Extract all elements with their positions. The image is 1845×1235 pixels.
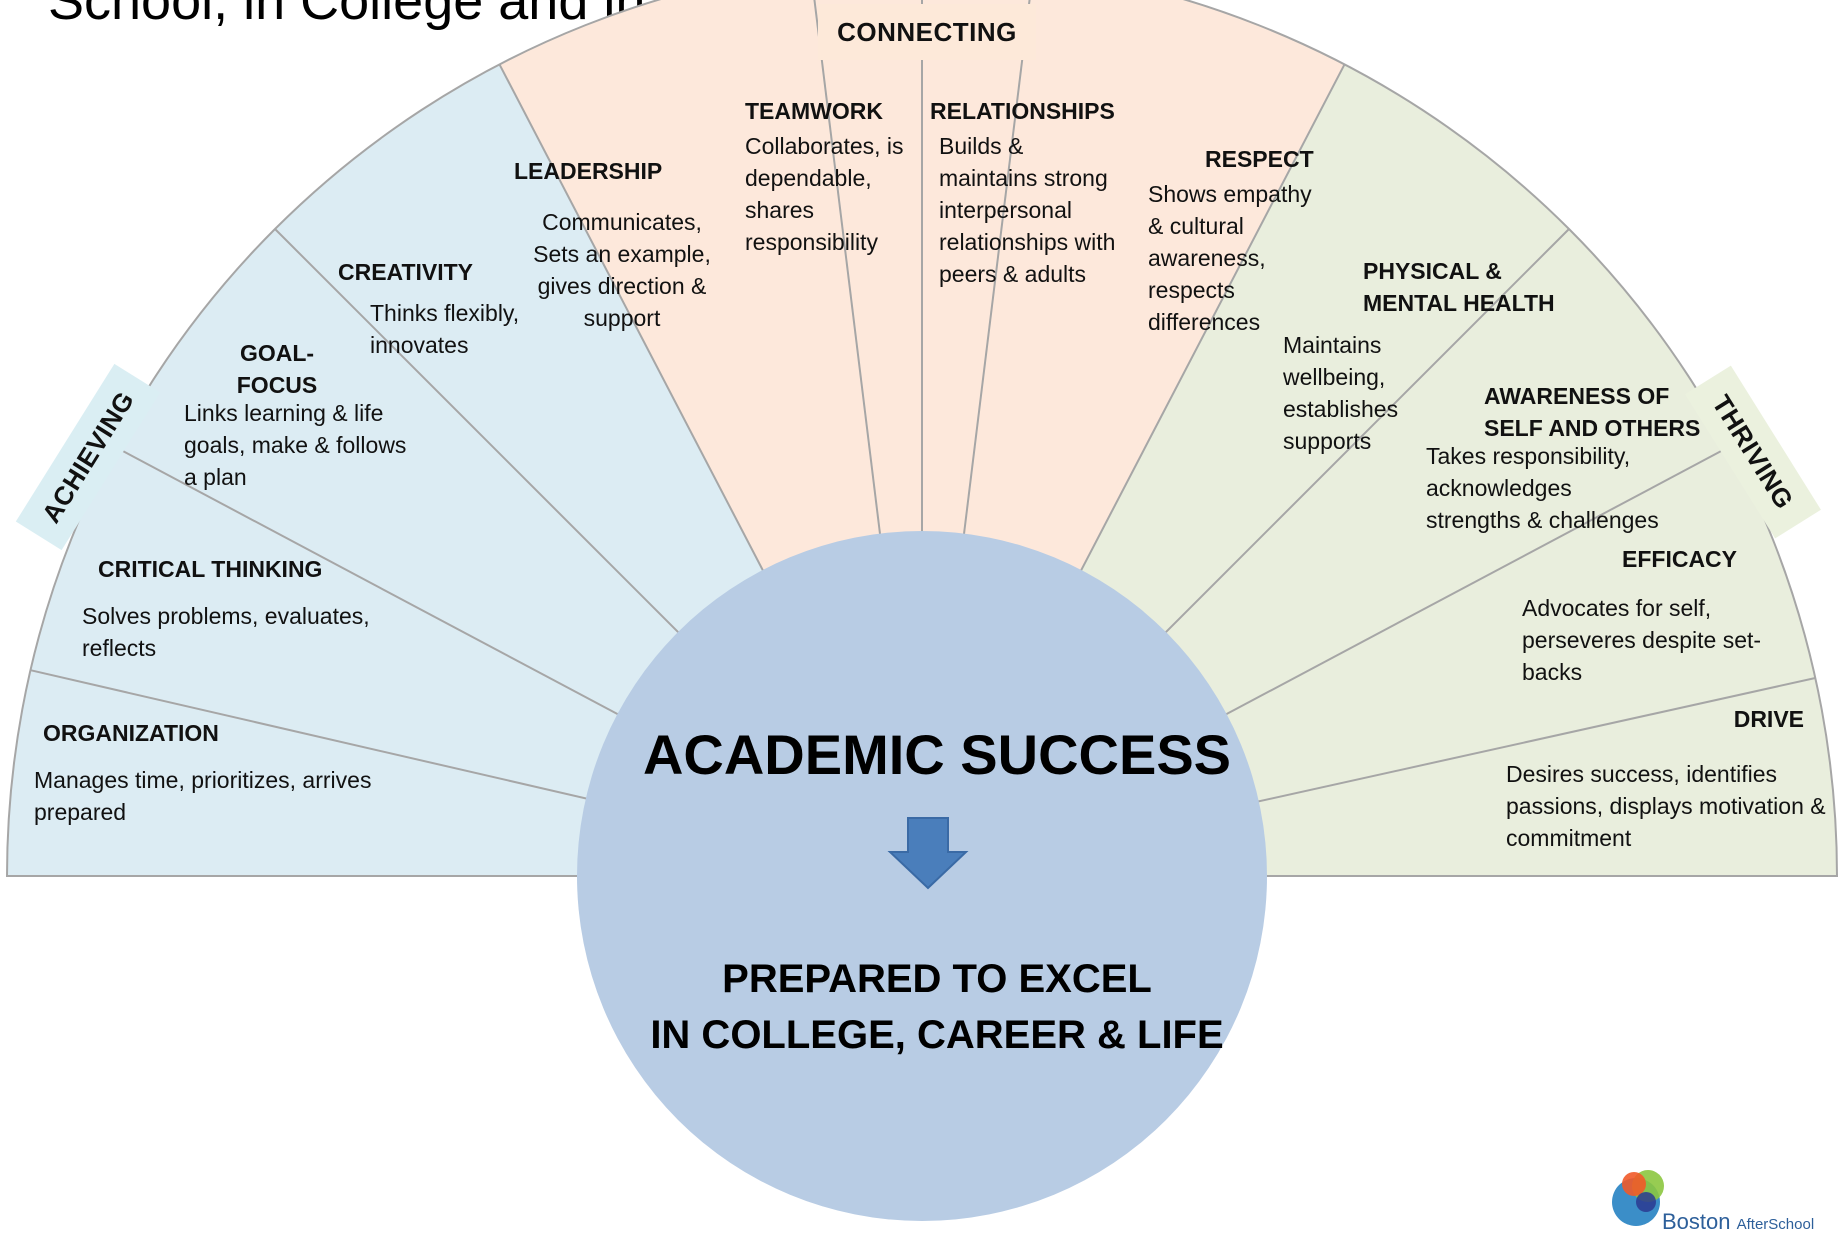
center-line-2: IN COLLEGE, CAREER & LIFE (650, 1013, 1224, 1057)
segment-title: CREATIVITY (338, 259, 474, 285)
segment-description: Communicates, Sets an example, gives dir… (533, 209, 711, 331)
segment-awareness: AWARENESS OF SELF AND OTHERS Takes respo… (1426, 380, 1716, 536)
segment-title: DRIVE (1733, 706, 1804, 732)
segment-title: RESPECT (1205, 146, 1314, 172)
center-headline: ACADEMIC SUCCESS (642, 723, 1232, 786)
segment-leadership: LEADERSHIP Communicates, Sets an example… (512, 156, 732, 334)
logo-suffix: AfterSchool (1736, 1216, 1815, 1233)
segment-description: Builds & maintains strong interpersonal … (939, 133, 1116, 287)
segment-teamwork: TEAMWORK Collaborates, is dependable, sh… (745, 96, 915, 258)
segment-title: GOAL-FOCUS (236, 340, 318, 398)
segment-goal-focus: GOAL-FOCUS Links learning & life goals, … (184, 337, 414, 493)
segment-description: Shows empathy & cultural awareness, resp… (1148, 181, 1312, 335)
boston-afterschool-logo-icon (1612, 1170, 1664, 1226)
segment-description: Links learning & life goals, make & foll… (184, 400, 407, 490)
segment-respect: RESPECT Shows empathy & cultural awarene… (1148, 144, 1328, 338)
segment-description: Thinks flexibly, innovates (370, 300, 520, 358)
down-arrow-icon (887, 817, 969, 890)
group-label-connecting: CONNECTING (818, 4, 1036, 60)
group-label-connecting-text: CONNECTING (837, 16, 1017, 47)
segment-drive: DRIVE Desires success, identifies passio… (1506, 704, 1826, 854)
segment-description: Maintains wellbeing, establishes support… (1283, 332, 1399, 454)
segment-efficacy: EFFICACY Advocates for self, perseveres … (1522, 544, 1792, 688)
segment-title: CRITICAL THINKING (98, 556, 323, 582)
segment-physical-mental-health: PHYSICAL & MENTAL HEALTH Maintains wellb… (1283, 255, 1563, 457)
segment-description: Takes responsibility, acknowledges stren… (1426, 443, 1659, 533)
segment-title: LEADERSHIP (514, 158, 663, 184)
logo-text: Boston AfterSchool (1662, 1209, 1814, 1235)
segment-critical-thinking: CRITICAL THINKING Solves problems, evalu… (82, 554, 412, 664)
segment-description: Desires success, identifies passions, di… (1506, 761, 1826, 851)
segment-description: Collaborates, is dependable, shares resp… (745, 133, 904, 255)
segment-title: PHYSICAL & MENTAL HEALTH (1363, 258, 1555, 316)
segment-title: ORGANIZATION (43, 720, 219, 746)
segment-creativity: CREATIVITY Thinks flexibly, innovates (338, 257, 548, 361)
segment-title: EFFICACY (1622, 546, 1737, 572)
segment-organization: ORGANIZATION Manages time, prioritizes, … (34, 718, 434, 828)
segment-relationships: RELATIONSHIPS Builds & maintains strong … (930, 96, 1120, 290)
logo-name: Boston (1662, 1209, 1731, 1234)
segment-title: RELATIONSHIPS (930, 98, 1115, 124)
segment-description: Manages time, prioritizes, arrives prepa… (34, 767, 372, 825)
segment-title: AWARENESS OF SELF AND OTHERS (1484, 383, 1701, 441)
center-line-1: PREPARED TO EXCEL (722, 957, 1152, 1001)
segment-title: TEAMWORK (745, 98, 883, 124)
segment-description: Advocates for self, perseveres despite s… (1522, 595, 1762, 685)
segment-description: Solves problems, evaluates, reflects (82, 603, 370, 661)
